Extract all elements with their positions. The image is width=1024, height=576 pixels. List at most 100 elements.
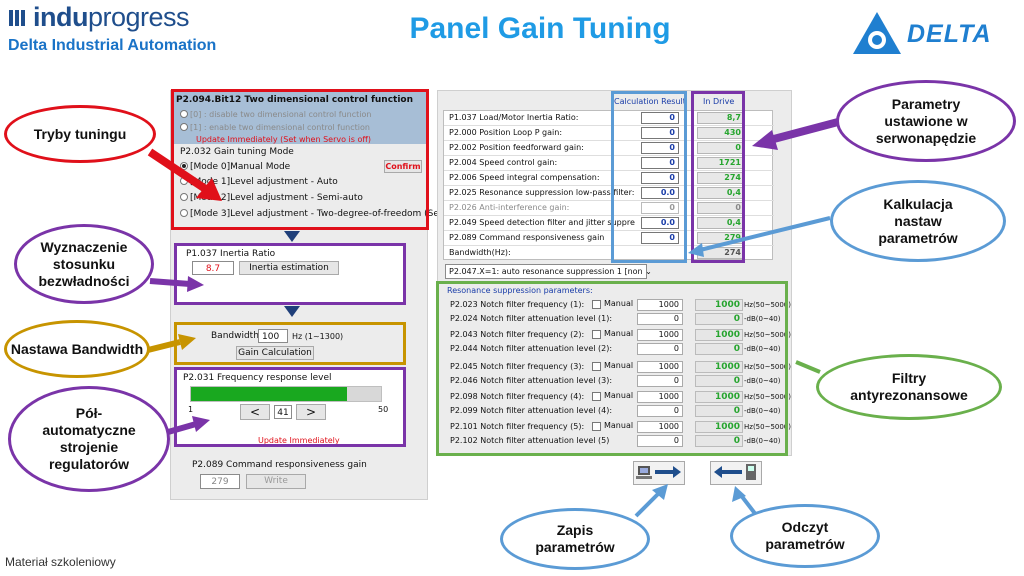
bandwidth-row-label: Bandwidth(Hz): [449,248,511,257]
logo-brand-light: progress [87,2,190,32]
flow-arrow-down-icon [284,231,300,242]
notch-atten-label: P2.102 Notch filter attenuation level (5… [450,436,610,445]
bandwidth-input[interactable]: 100 [258,329,288,343]
cmd-gain-title: P2.089 Command responsiveness gain [192,460,367,470]
notch-atten-drive: 0 [695,313,743,325]
freq-update-note: Update Immediately [258,436,340,445]
gain-calculation-button[interactable]: Gain Calculation [236,346,314,360]
radio-selected-icon [180,162,188,170]
notch-atten-unit: -dB(0~40) [744,345,781,353]
inertia-highlight [174,243,406,305]
confirm-button[interactable]: Confirm [384,160,422,173]
notch-freq-label: P2.098 Notch filter frequency (4): [450,392,585,401]
param-calc-value: 0 [641,127,679,139]
notch-freq-drive: 1000 [695,421,743,433]
radio-icon [180,193,188,201]
page-title: Panel Gain Tuning [409,12,671,45]
read-params-button[interactable] [710,461,762,485]
notch-freq-label: P2.045 Notch filter frequency (3): [450,362,585,371]
notch-freq-input[interactable]: 1000 [637,361,683,373]
write-button[interactable]: Write [246,474,306,489]
chevron-down-icon: ⌄ [645,267,652,276]
manual-checkbox[interactable] [592,362,601,371]
notch-atten-label: P2.046 Notch filter attenuation level (3… [450,376,613,385]
notch-atten-unit: -dB(0~40) [744,407,781,415]
induprogress-logo-icon [9,10,25,26]
calc-result-header: Calculation Result [614,97,686,106]
param-label: P2.049 Speed detection filter and jitter… [449,218,635,227]
annotation-pol-automatyczne: Pół-automatyczne strojenie regulatorów [8,386,170,492]
table-row: P2.049 Speed detection filter and jitter… [444,216,774,231]
notch-atten-label: P2.024 Notch filter attenuation level (1… [450,314,613,323]
notch-group-4: P2.098 Notch filter frequency (4): Manua… [447,391,791,421]
radio-icon [180,209,188,217]
param-calc-value: 0.0 [641,217,679,229]
mode-2-label: [Mode 2]Level adjustment - Semi-auto [190,193,363,203]
write-params-button[interactable] [633,461,685,485]
bandwidth-unit: Hz (1~1300) [292,332,344,341]
footer-text: Materiał szkoleniowy [5,555,116,569]
param-calc-value: 0.0 [641,187,679,199]
notch-atten-label: P2.044 Notch filter attenuation level (2… [450,344,613,353]
annotation-nastawa-bandwidth: Nastawa Bandwidth [4,320,150,378]
freq-response-track[interactable] [190,386,382,402]
mode-3-radio[interactable]: [Mode 3]Level adjustment - Two-degree-of… [180,209,439,219]
logo-brand-bold: indu [33,2,88,32]
manual-checkbox[interactable] [592,330,601,339]
p2094-section [172,92,426,144]
freq-min-label: 1 [188,405,194,414]
notch-freq-input[interactable]: 1000 [637,421,683,433]
delta-logo-text: DELTA [907,20,992,48]
mode-0-radio[interactable]: [Mode 0]Manual Mode [180,162,290,172]
resonance-mode-select[interactable]: P2.047.X=1: auto resonance suppression 1… [445,264,652,279]
param-label: P2.002 Position feedforward gain: [449,143,584,152]
notch-freq-input[interactable]: 1000 [637,299,683,311]
p2094-option-1[interactable]: [1] : enable two dimensional control fun… [180,123,370,132]
freq-increase-button[interactable]: > [296,404,326,420]
manual-checkbox[interactable] [592,392,601,401]
gain-mode-highlight [171,89,429,230]
p2094-option-0[interactable]: [0] : disable two dimensional control fu… [180,110,371,119]
notch-atten-input[interactable]: 0 [637,313,683,325]
notch-atten-input[interactable]: 0 [637,405,683,417]
notch-group-3: P2.045 Notch filter frequency (3): Manua… [447,361,791,391]
notch-freq-input[interactable]: 1000 [637,329,683,341]
notch-atten-input[interactable]: 0 [637,343,683,355]
notch-atten-input[interactable]: 0 [637,435,683,447]
freq-decrease-button[interactable]: < [240,404,270,420]
notch-freq-input[interactable]: 1000 [637,391,683,403]
annotation-kalkulacja: Kalkulacja nastaw parametrów [830,180,1006,262]
notch-freq-drive: 1000 [695,299,743,311]
manual-checkbox[interactable] [592,300,601,309]
notch-freq-drive: 1000 [695,329,743,341]
inertia-estimation-button[interactable]: Inertia estimation [239,261,339,275]
param-calc-value: 0 [641,157,679,169]
flow-arrow-down-icon [284,306,300,317]
manual-label: Manual [604,391,634,400]
notch-atten-unit: -dB(0~40) [744,315,781,323]
notch-atten-input[interactable]: 0 [637,375,683,387]
freq-response-highlight [174,367,406,447]
param-label: P2.004 Speed control gain: [449,158,558,167]
read-from-drive-icon [714,464,756,480]
cmd-gain-field[interactable]: 279 [200,474,240,489]
write-to-drive-icon [636,466,681,479]
inertia-value-field[interactable]: 8.7 [192,261,234,275]
p2094-note: Update Immediately (Set when Servo is of… [196,135,372,144]
calc-result-highlight [611,91,687,263]
annotation-odczyt: Odczyt parametrów [730,504,880,568]
mode-3-label: [Mode 3]Level adjustment - Two-degree-of… [190,209,439,219]
param-calc-value: 0 [641,172,679,184]
manual-label: Manual [604,361,634,370]
manual-checkbox[interactable] [592,422,601,431]
mode-2-radio[interactable]: [Mode 2]Level adjustment - Semi-auto [180,193,363,203]
param-label: P2.025 Resonance suppression low-pass fi… [449,188,635,197]
in-drive-highlight [691,91,745,263]
freq-value-field[interactable]: 41 [274,405,292,419]
